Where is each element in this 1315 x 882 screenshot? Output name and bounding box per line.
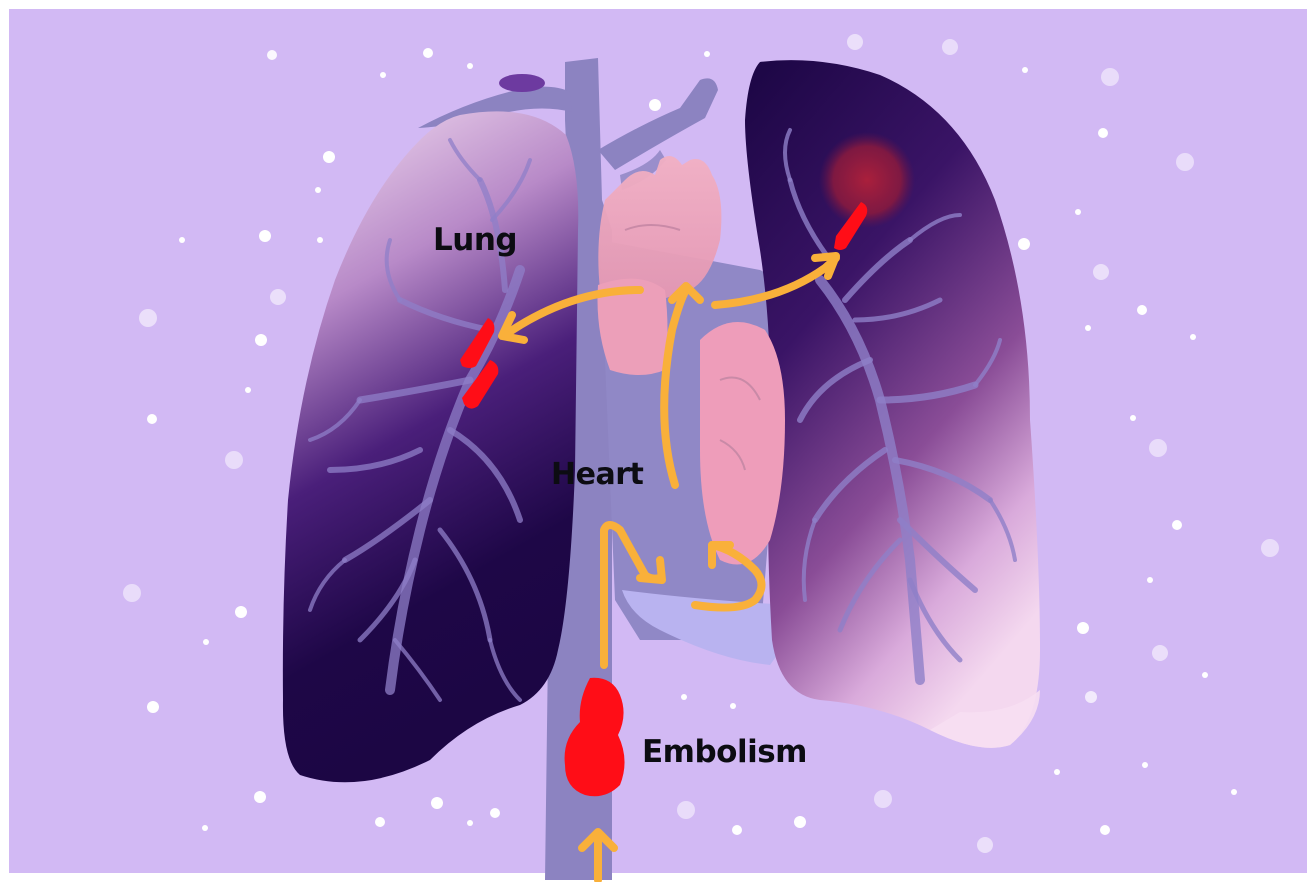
infarct-icon	[819, 132, 915, 228]
aortic-knob	[499, 74, 545, 92]
lung-label: Lung	[433, 222, 517, 258]
embolism-label: Embolism	[642, 734, 807, 770]
heart-label: Heart	[551, 457, 643, 492]
